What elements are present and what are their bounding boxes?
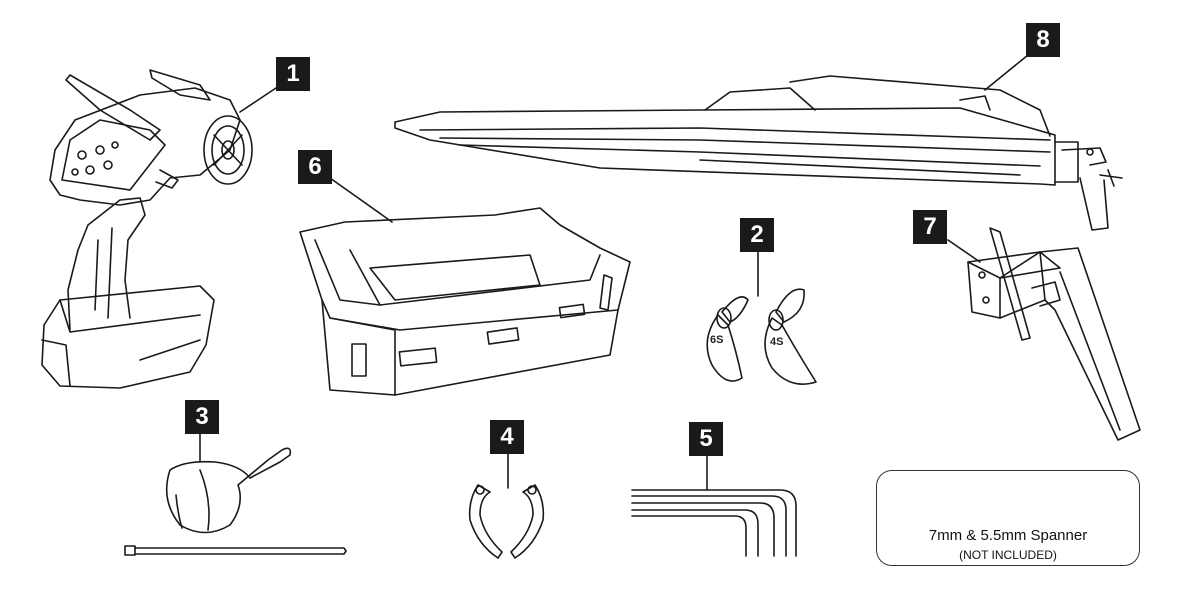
callout-line-7 — [947, 239, 981, 263]
callout-label-8: 8 — [1026, 23, 1060, 57]
callout-label-1: 1 — [276, 57, 310, 91]
callout-line-1 — [239, 83, 283, 113]
balloon-icon — [165, 447, 292, 534]
propeller-mark-right: 4S — [770, 336, 784, 348]
callout-label-5: 5 — [689, 422, 723, 456]
spanner-box: 7mm & 5.5mm Spanner (NOT INCLUDED) — [876, 470, 1140, 566]
rudder-icon — [967, 227, 1141, 441]
callout-label-4: 4 — [490, 420, 524, 454]
spanner-note: (NOT INCLUDED) — [959, 548, 1057, 562]
transmitter-icon — [41, 69, 253, 389]
speedboat-icon — [394, 75, 1123, 231]
callout-label-7: 7 — [913, 210, 947, 244]
propeller-mark-left: 6S — [710, 334, 724, 346]
propeller-icon — [706, 288, 817, 385]
callout-line-8 — [984, 54, 1029, 91]
spanner-title: 7mm & 5.5mm Spanner — [928, 527, 1088, 544]
callout-label-3: 3 — [185, 400, 219, 434]
boat-stand-icon — [299, 207, 631, 396]
callout-line-6 — [329, 177, 393, 223]
hull-cover-icon — [468, 484, 545, 559]
cable-tie-icon — [124, 545, 347, 556]
callout-label-2: 2 — [740, 218, 774, 252]
callout-label-6: 6 — [298, 150, 332, 184]
hex-key-icon — [631, 489, 797, 557]
